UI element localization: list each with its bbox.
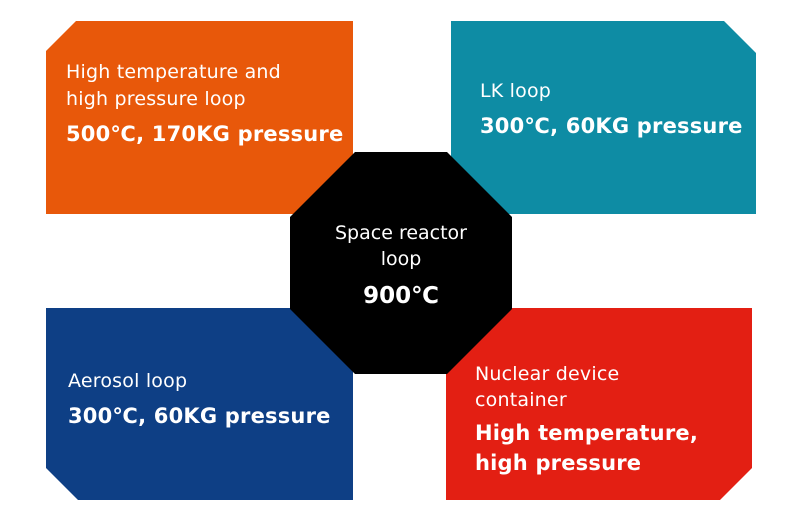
panel-content: Aerosol loop 300℃, 60KG pressure xyxy=(68,368,331,431)
panel-value-line-1: High temperature, xyxy=(475,421,698,445)
panel-value: 500℃, 170KG pressure xyxy=(66,122,344,146)
center-label-line-2: loop xyxy=(380,248,422,270)
panel-content: LK loop 300℃, 60KG pressure xyxy=(480,78,743,141)
center-label-line-1: Space reactor xyxy=(335,222,467,244)
panel-label-line-1: Nuclear device xyxy=(475,363,620,385)
panel-value-line-2: high pressure xyxy=(475,451,642,475)
high-temp-pressure-loop-panel: High temperature and high pressure loop … xyxy=(46,21,353,214)
panel-label-line-1: Aerosol loop xyxy=(68,370,188,392)
space-reactor-loop-octagon: Space reactor loop 900℃ xyxy=(290,152,512,374)
aerosol-loop-panel: Aerosol loop 300℃, 60KG pressure xyxy=(46,308,353,500)
panel-value: 300℃, 60KG pressure xyxy=(480,114,743,138)
lk-loop-panel: LK loop 300℃, 60KG pressure xyxy=(451,21,756,214)
panel-label-line-1: LK loop xyxy=(480,80,552,102)
panel-label-line-1: High temperature and xyxy=(66,61,281,83)
center-value: 900℃ xyxy=(363,283,439,309)
panel-content: High temperature and high pressure loop … xyxy=(66,59,343,149)
panel-label-line-2: container xyxy=(475,389,567,411)
panel-content: Nuclear device container High temperatur… xyxy=(475,361,698,478)
center-content: Space reactor loop 900℃ xyxy=(290,220,512,312)
nuclear-device-container-panel: Nuclear device container High temperatur… xyxy=(446,308,752,500)
panel-label-line-2: high pressure loop xyxy=(66,88,246,110)
panel-value: 300℃, 60KG pressure xyxy=(68,404,331,428)
